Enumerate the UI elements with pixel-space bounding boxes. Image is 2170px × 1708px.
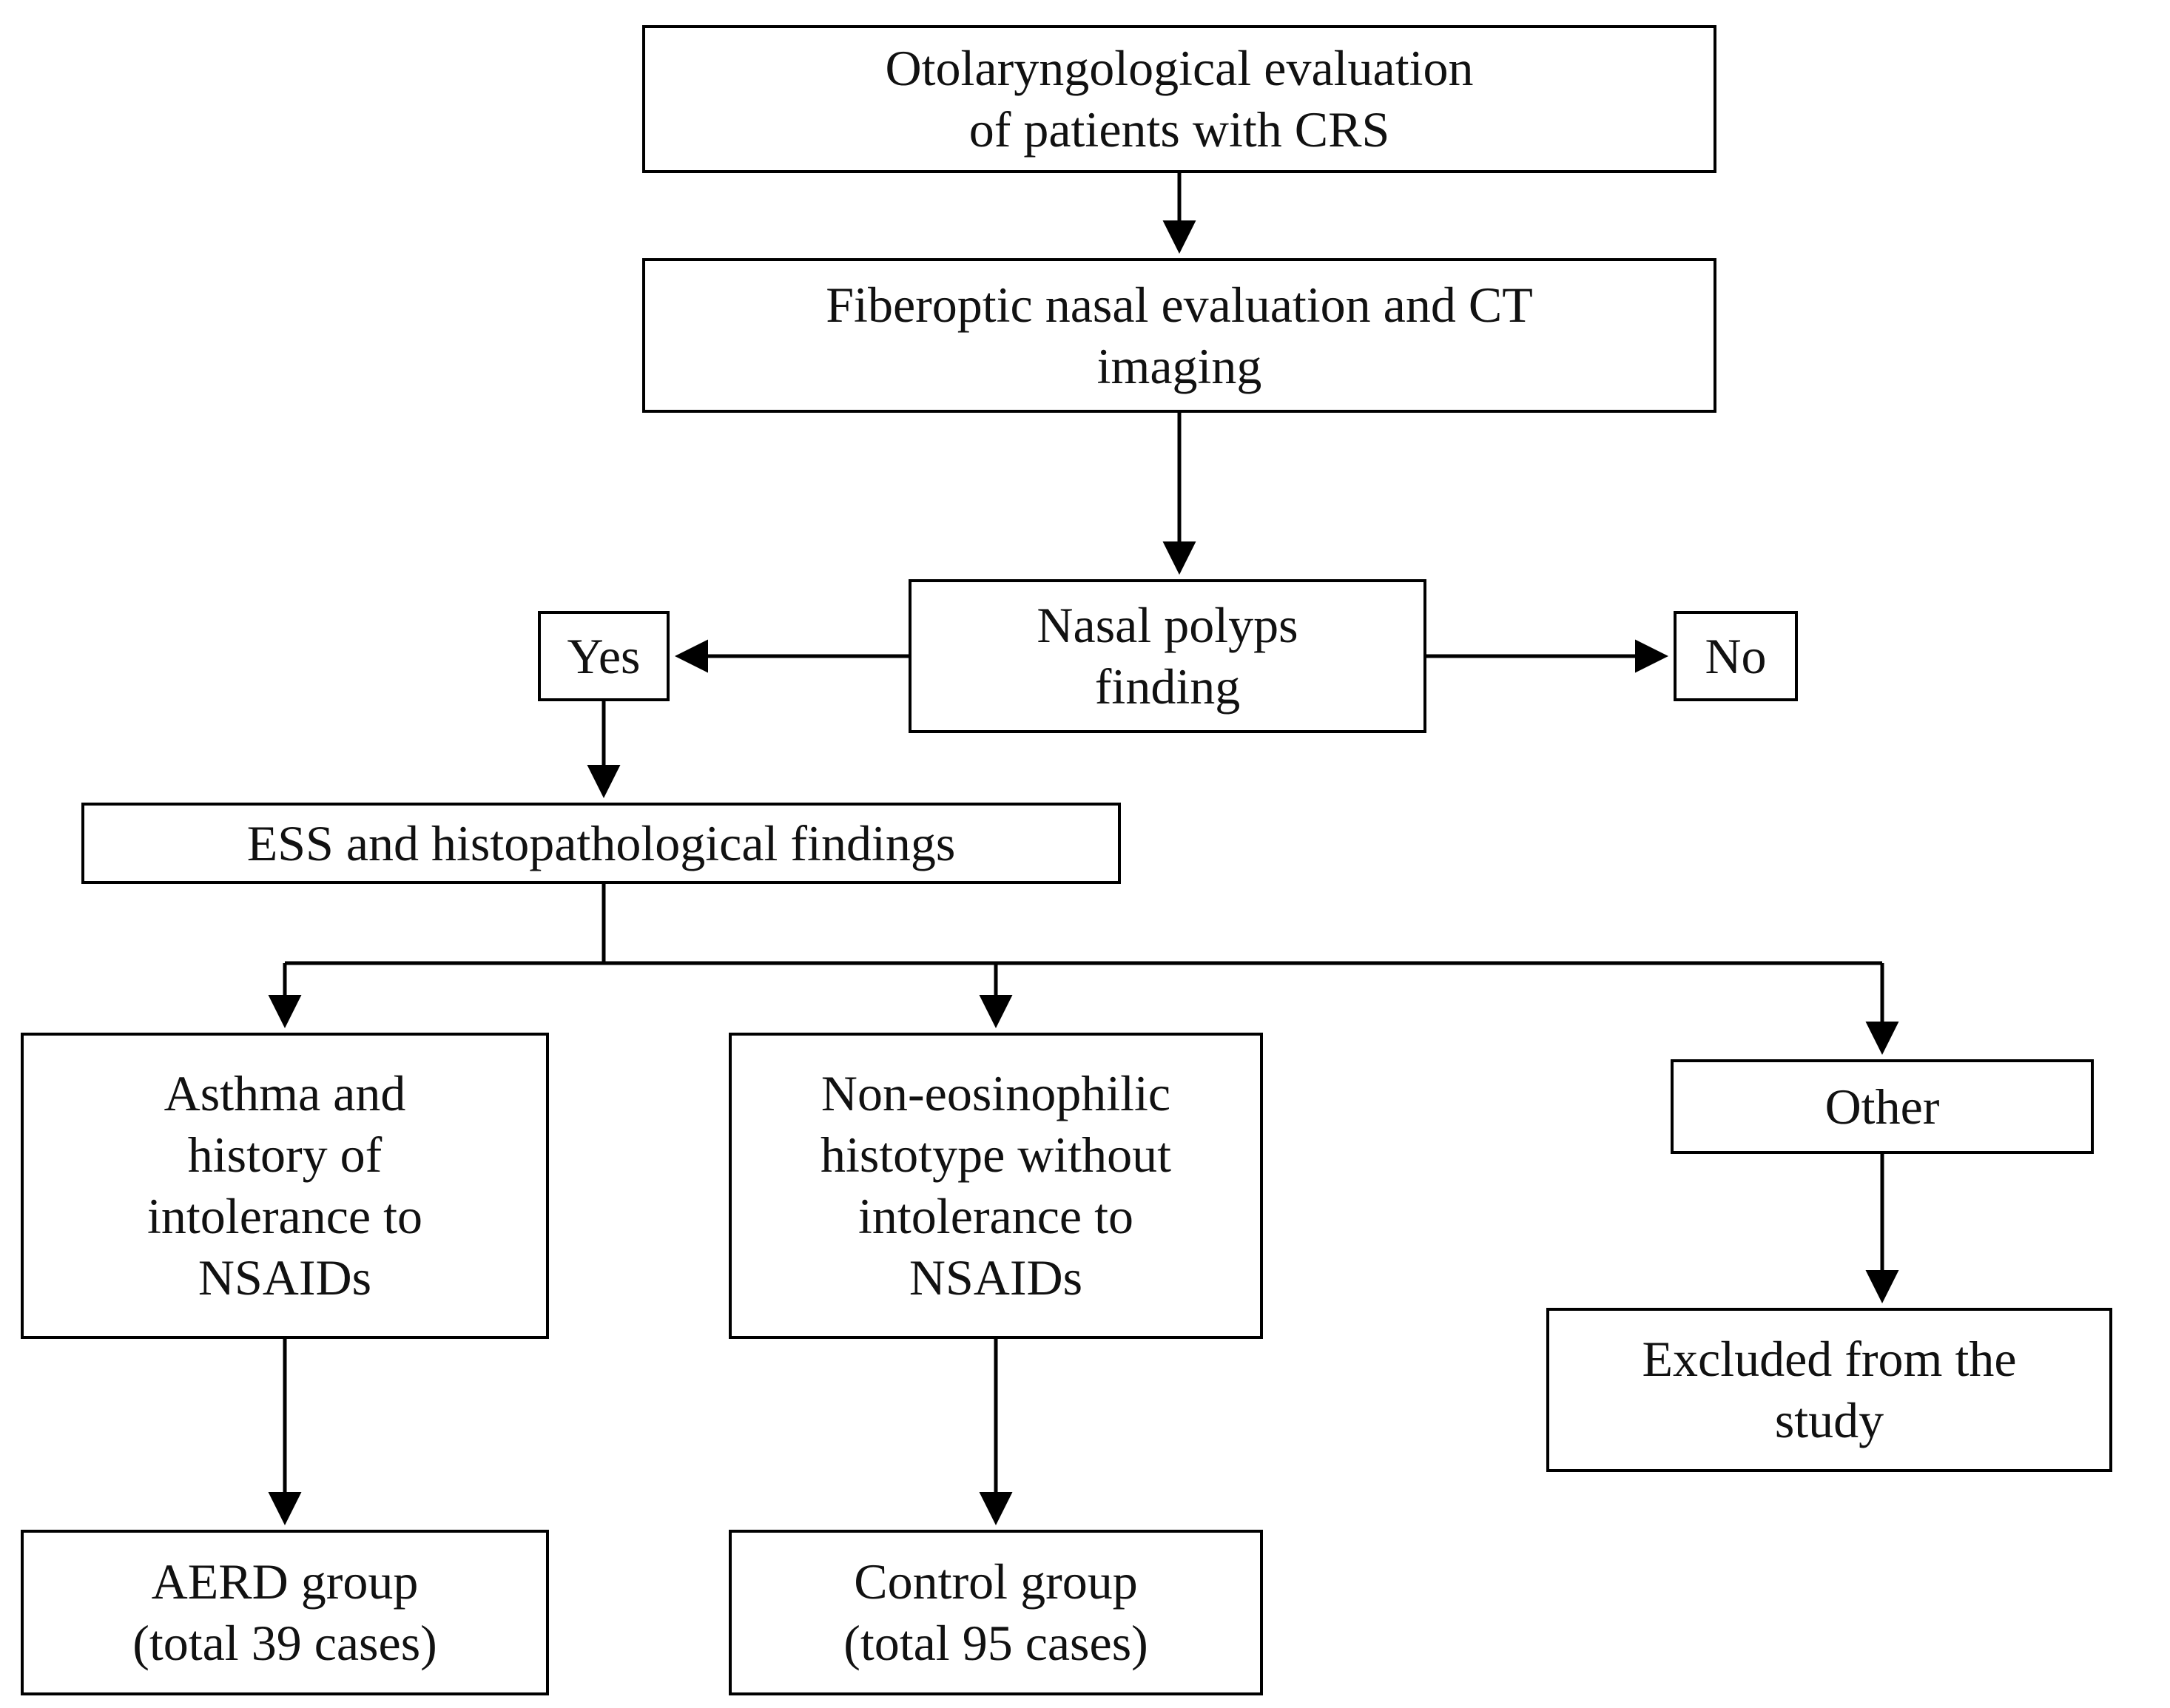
node-aerd-group: AERD group (total 39 cases) [21,1530,549,1695]
node-decision-yes: Yes [538,611,670,701]
node-nasal-polyps-finding: Nasal polyps finding [909,579,1426,733]
node-decision-no: No [1674,611,1798,701]
node-control-group: Control group (total 95 cases) [729,1530,1263,1695]
node-asthma-nsaid-intolerance: Asthma and history of intolerance to NSA… [21,1033,549,1339]
node-non-eosinophilic-histotype: Non-eosinophilic histotype without intol… [729,1033,1263,1339]
node-excluded-from-study: Excluded from the study [1546,1308,2112,1472]
node-ess-histopathological-findings: ESS and histopathological findings [81,803,1121,884]
node-fiberoptic-nasal-evaluation: Fiberoptic nasal evaluation and CT imagi… [642,258,1716,413]
node-otolaryngological-evaluation: Otolaryngological evaluation of patients… [642,25,1716,173]
node-other: Other [1671,1059,2094,1154]
